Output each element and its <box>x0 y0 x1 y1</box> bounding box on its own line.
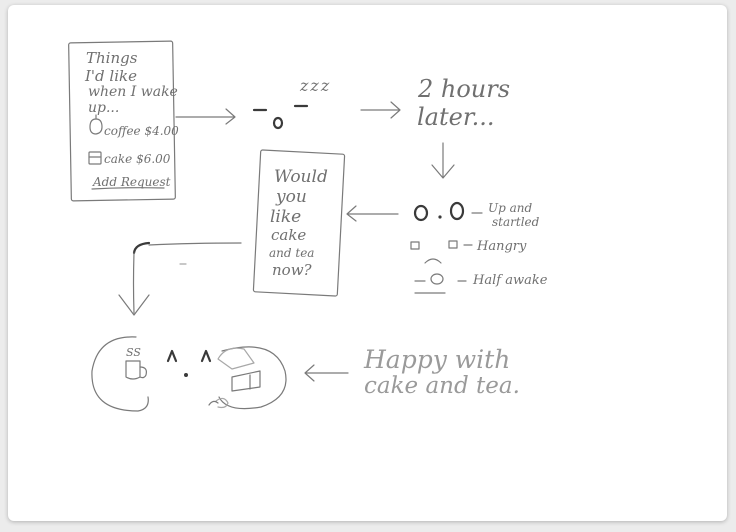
happy-scene <box>91 336 287 412</box>
arrow-happy-text-to-scene <box>304 364 349 382</box>
state-half-awake-label: Half awake <box>473 273 548 288</box>
time-note-line-2: later... <box>417 103 495 131</box>
question-line-1: Would <box>274 167 328 187</box>
sleeping-face <box>252 104 309 130</box>
state-startled-label-line-1: Up and <box>488 201 533 215</box>
list-item-cake: cake $6.00 <box>104 152 171 166</box>
list-card-title-line-1: Things <box>86 49 138 67</box>
cake-icon <box>88 151 102 165</box>
question-card-frame <box>252 149 346 297</box>
list-card-title-line-3: when I wake <box>88 84 178 100</box>
state-startled-label-line-2: startled <box>492 215 540 229</box>
happy-text-line-2: cake and tea. <box>364 373 520 399</box>
arrow-sleep-to-later <box>360 101 401 119</box>
coffee-icon <box>89 114 103 135</box>
arrow-list-to-sleep <box>175 108 236 125</box>
arrow-later-down <box>431 142 455 179</box>
list-item-coffee: coffee $4.00 <box>104 124 179 138</box>
time-note-line-1: 2 hours <box>418 75 511 103</box>
sketch-strokes <box>68 40 483 412</box>
face-hangry <box>410 240 473 264</box>
face-startled <box>413 201 483 222</box>
question-line-5: and tea <box>269 246 315 260</box>
arrow-question-to-happy <box>118 241 242 316</box>
question-line-6: now? <box>272 261 312 279</box>
add-request-button[interactable]: Add Request <box>93 175 171 189</box>
sketch-canvas: Things I'd like when I wake up... coffee… <box>8 5 727 521</box>
question-line-2: you <box>276 187 307 207</box>
cup-label: SS <box>126 346 141 359</box>
list-card-title-line-2: I'd like <box>85 67 137 85</box>
add-request-underline <box>91 187 165 190</box>
happy-text-line-1: Happy with <box>364 345 511 374</box>
question-line-3: like <box>270 207 302 227</box>
question-line-4: cake <box>271 226 307 244</box>
list-card-frame <box>68 40 176 202</box>
state-hangry-label: Hangry <box>477 239 527 254</box>
arrow-faces-to-question <box>346 205 399 222</box>
face-half-awake <box>414 273 467 294</box>
zzz-text: zzz <box>300 76 332 95</box>
list-card-title-line-4: up... <box>88 100 120 116</box>
